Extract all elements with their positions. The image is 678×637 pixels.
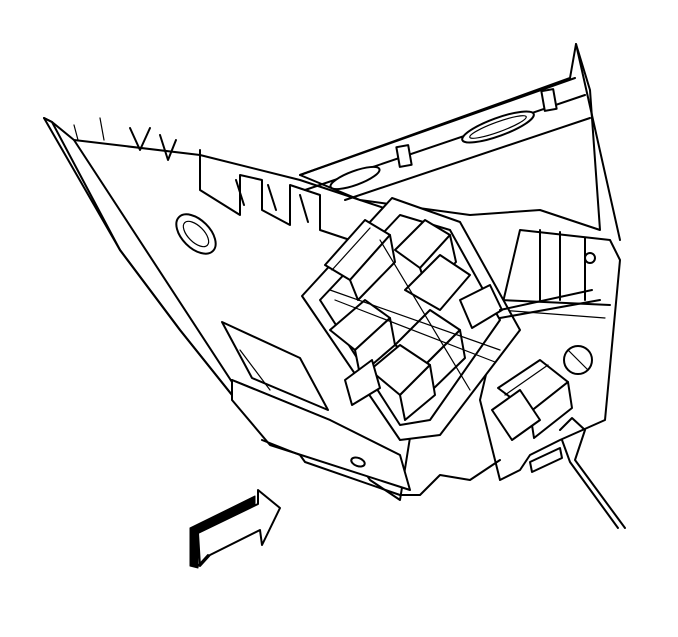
base-plate — [231, 379, 501, 496]
wire-connector — [491, 289, 626, 529]
direction-arrow-icon — [189, 489, 281, 569]
upper-rail — [299, 43, 621, 241]
relay-block — [301, 197, 521, 441]
housing — [43, 117, 441, 501]
